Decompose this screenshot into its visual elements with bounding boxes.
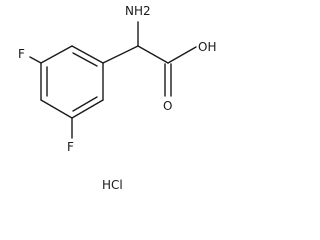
carbonyl-oxygen-label: O [163,99,172,113]
chemical-structure-canvas: NH2 OH O F F HCl [18,4,217,192]
hydroxyl-label: OH [198,40,216,54]
ring-bond [40,99,73,119]
bond-ring-to-f-top [29,56,42,64]
bond-carboxyl-to-oh [167,46,197,64]
bond-ring-to-alpha-carbon [102,45,139,64]
hydrochloride-label: HCl [102,178,123,192]
fluorine-bottom-label: F [67,140,74,154]
bond-alpha-to-carboxyl-carbon [137,45,169,64]
ring-bond [71,45,104,64]
ring-bond [71,99,104,119]
molecule-drawing: NH2 OH O F F HCl [18,4,216,192]
ring-double-bond [72,96,98,112]
amine-label: NH2 [125,4,151,18]
ring-bond [40,45,73,64]
fluorine-top-label: F [18,47,25,61]
ring-double-bond [72,52,98,67]
benzene-ring [40,45,104,119]
